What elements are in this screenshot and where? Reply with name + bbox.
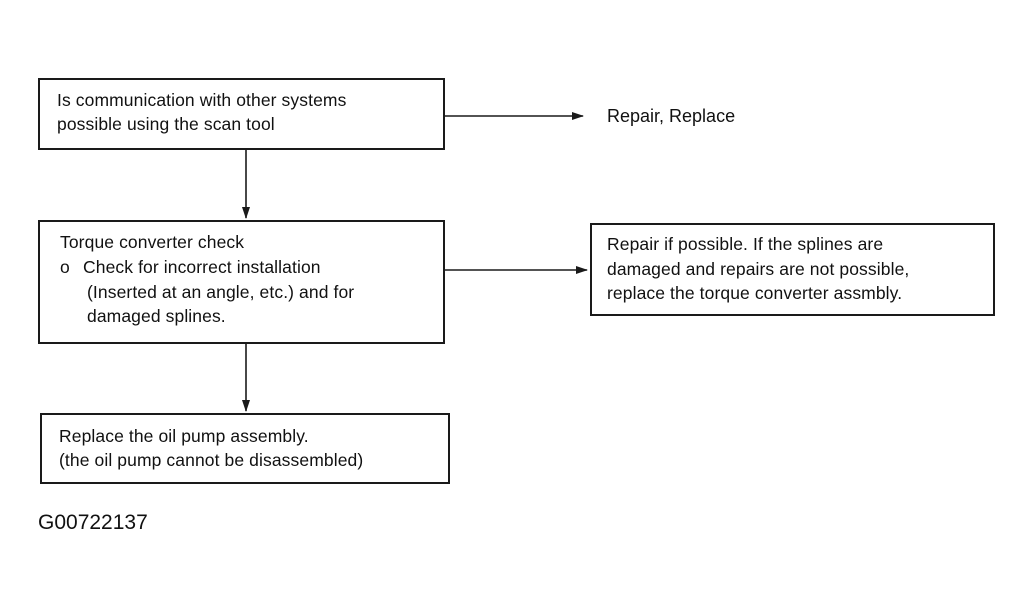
box4-line2: (the oil pump cannot be disassembled) (59, 450, 364, 470)
decision-box-communication (38, 78, 445, 150)
figure-id: G00722137 (38, 511, 148, 534)
box2-title: Torque converter check (60, 232, 245, 252)
box2-bullet: o (60, 257, 70, 277)
action-box-repair-splines (590, 223, 995, 316)
box2-line3: damaged splines. (87, 306, 226, 326)
box1-line2: possible using the scan tool (57, 114, 275, 134)
box1-line1: Is communication with other systems (57, 90, 347, 110)
box3-line1: Repair if possible. If the splines are (607, 234, 884, 254)
box3-line3: replace the torque converter assmbly. (607, 283, 903, 303)
box3-line2: damaged and repairs are not possible, (607, 259, 910, 279)
result-repair-replace: Repair, Replace (607, 106, 736, 126)
box4-line1: Replace the oil pump assembly. (59, 426, 309, 446)
check-box-torque-converter (38, 220, 445, 344)
box2-line2: (Inserted at an angle, etc.) and for (87, 282, 355, 302)
box2-line1: Check for incorrect installation (83, 257, 321, 277)
action-box-replace-oil-pump (40, 413, 450, 484)
